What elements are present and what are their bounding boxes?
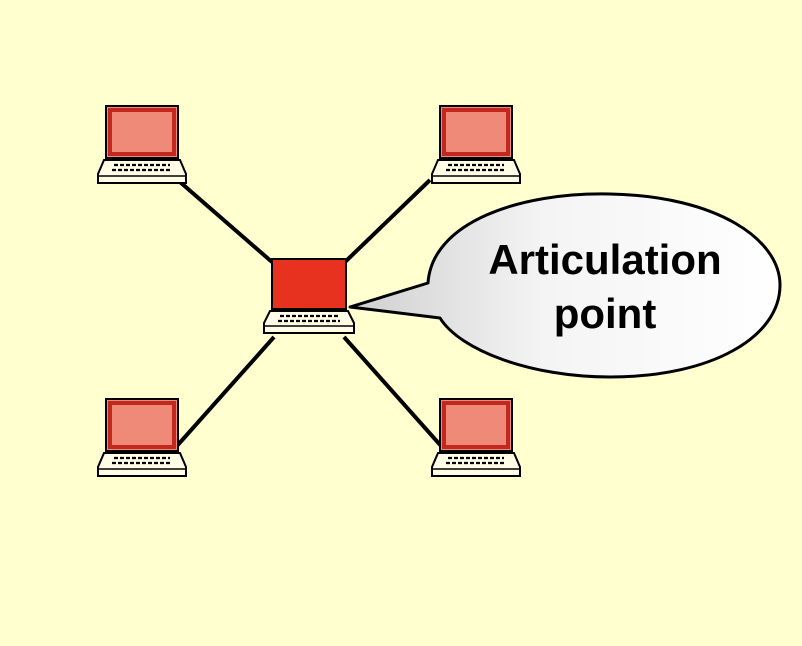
edge-center-bottom-left [174,335,276,449]
laptop-center-icon [262,257,356,335]
laptop-bottom-left-icon [96,397,188,478]
edge-center-top-left [178,180,274,264]
callout-label-line2: point [553,290,657,337]
edge-center-bottom-right [342,335,444,449]
laptop-top-left-icon [96,104,188,185]
edge-center-top-right [343,178,432,264]
laptop-bottom-right-icon [430,397,522,478]
laptop-top-right-icon [430,104,522,185]
edges [174,178,444,449]
callout-bubble [348,192,782,379]
callout-label-line1: Articulation [488,236,722,283]
